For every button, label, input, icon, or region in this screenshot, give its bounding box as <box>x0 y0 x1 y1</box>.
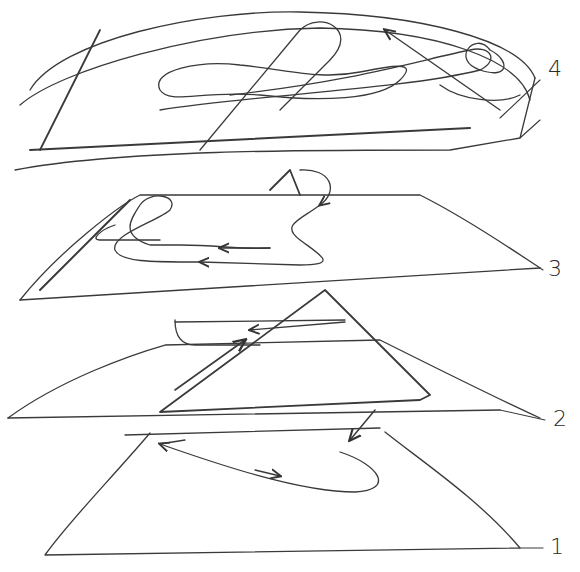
plane-2 <box>8 290 540 418</box>
callout-number: 1 <box>550 536 564 558</box>
callout-number: 2 <box>553 408 567 430</box>
plane-1 <box>45 410 520 555</box>
plane-4 <box>15 12 535 170</box>
leader-lines <box>500 80 545 548</box>
callout-number: 4 <box>548 58 562 80</box>
plane-3 <box>20 170 540 300</box>
callout-number: 3 <box>548 258 562 280</box>
